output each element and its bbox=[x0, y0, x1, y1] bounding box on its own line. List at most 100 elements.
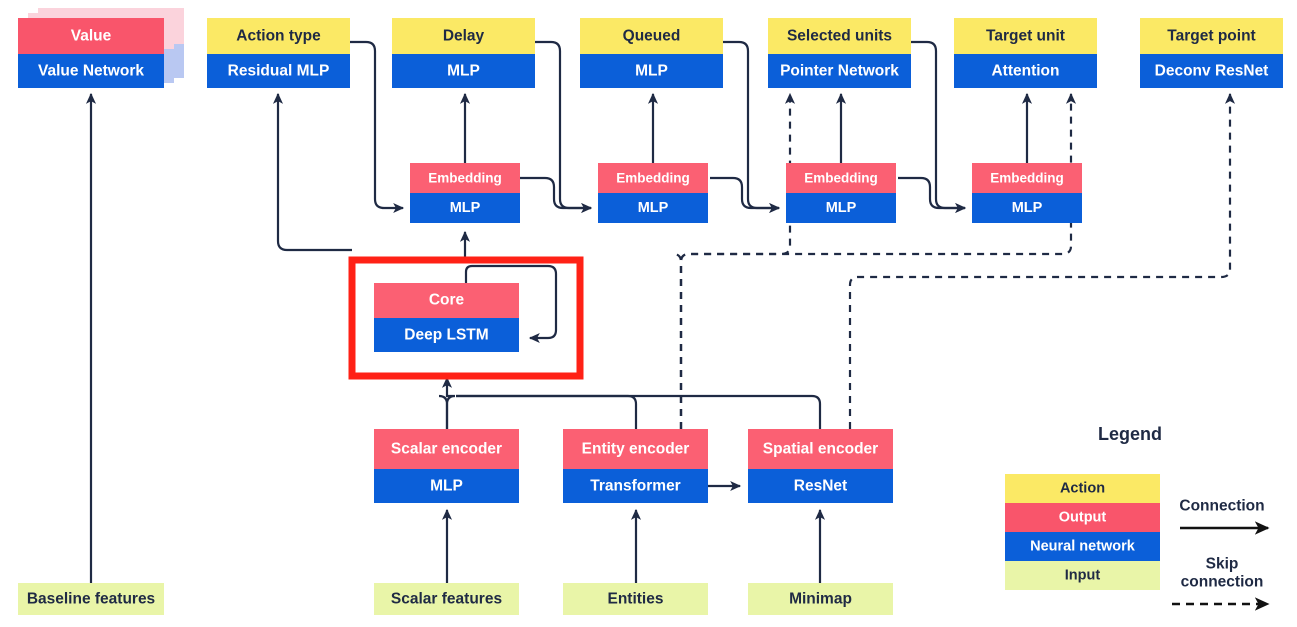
scalar-encoder-head-label: Scalar encoder bbox=[391, 441, 502, 458]
selected-units-head bbox=[768, 18, 911, 54]
connection-edge bbox=[898, 176, 967, 214]
skip-connection-edge bbox=[679, 92, 796, 429]
embedding-delay-head-label: Embedding bbox=[428, 171, 502, 186]
minimap-label: Minimap bbox=[789, 591, 852, 608]
legend-output-label: Output bbox=[1059, 510, 1107, 526]
legend-neural-network-label: Neural network bbox=[1030, 539, 1136, 555]
delay-head bbox=[392, 18, 535, 54]
embedding-selected-units-body bbox=[786, 193, 896, 223]
queued-head-label: Queued bbox=[623, 28, 681, 45]
embedding-target-unit-head-label: Embedding bbox=[990, 171, 1064, 186]
entity-encoder-head bbox=[563, 429, 708, 469]
scalar-encoder-body-label: MLP bbox=[430, 478, 463, 495]
embedding-selected-units-head bbox=[786, 163, 896, 193]
target-unit-body bbox=[954, 54, 1097, 88]
scalar-encoder-body bbox=[374, 469, 519, 503]
baseline-features-label: Baseline features bbox=[27, 591, 155, 608]
skip-connection-edge bbox=[848, 92, 1236, 429]
connection-edge bbox=[710, 176, 781, 214]
skip-connection-edge bbox=[679, 92, 1077, 429]
target-point-head-label: Target point bbox=[1167, 28, 1255, 45]
scalar-features-box bbox=[374, 583, 519, 615]
skip-connection-edge bbox=[672, 252, 683, 429]
spatial-encoder-body-label: ResNet bbox=[794, 478, 847, 495]
connection-edge bbox=[520, 176, 593, 214]
action-type-body-label: Residual MLP bbox=[228, 63, 330, 80]
legend-action-swatch bbox=[1005, 474, 1160, 503]
embedding-target-unit-head bbox=[972, 163, 1082, 193]
value-body-label: Value Network bbox=[38, 63, 144, 80]
target-unit-head-label: Target unit bbox=[986, 28, 1065, 45]
queued-body-label: MLP bbox=[635, 63, 668, 80]
entities-box bbox=[563, 583, 708, 615]
delay-head-label: Delay bbox=[443, 28, 485, 45]
value-head-label: Value bbox=[71, 28, 112, 45]
target-point-head bbox=[1140, 18, 1283, 54]
selected-units-head-label: Selected units bbox=[787, 28, 892, 45]
node-baseline-features[interactable]: Baseline features bbox=[18, 583, 164, 615]
edge-layer bbox=[85, 40, 1236, 583]
action-type-head-label: Action type bbox=[236, 28, 321, 45]
node-minimap[interactable]: Minimap bbox=[748, 583, 893, 615]
value-head bbox=[18, 18, 164, 54]
legend-action-label: Action bbox=[1060, 481, 1105, 497]
selected-units-body bbox=[768, 54, 911, 88]
selected-units-body-label: Pointer Network bbox=[780, 63, 899, 80]
entity-encoder-head-label: Entity encoder bbox=[582, 441, 690, 458]
baseline-features-box bbox=[18, 583, 164, 615]
action-type-body bbox=[207, 54, 350, 88]
legend-skip-label-line2: connection bbox=[1181, 574, 1264, 591]
spatial-encoder-head-label: Spatial encoder bbox=[763, 441, 878, 458]
target-point-body bbox=[1140, 54, 1283, 88]
queued-body bbox=[580, 54, 723, 88]
spatial-encoder-body bbox=[748, 469, 893, 503]
embedding-delay-body-label: MLP bbox=[450, 200, 481, 216]
legend-skip-label-line1: Skip bbox=[1206, 556, 1239, 573]
embedding-delay-body bbox=[410, 193, 520, 223]
connection-edge bbox=[464, 264, 558, 344]
target-unit-body-label: Attention bbox=[991, 63, 1059, 80]
connection-edge bbox=[456, 394, 822, 429]
target-point-body-label: Deconv ResNet bbox=[1155, 63, 1269, 80]
scalar-encoder-head bbox=[374, 429, 519, 469]
embedding-target-unit-body bbox=[972, 193, 1082, 223]
value-body bbox=[18, 54, 164, 88]
entity-encoder-body-label: Transformer bbox=[590, 478, 680, 495]
legend-connection-label: Connection bbox=[1179, 498, 1264, 515]
legend-output-swatch bbox=[1005, 503, 1160, 532]
spatial-encoder-head bbox=[748, 429, 893, 469]
embedding-queued-body-label: MLP bbox=[638, 200, 669, 216]
embedding-selected-units-body-label: MLP bbox=[826, 200, 857, 216]
minimap-box bbox=[748, 583, 893, 615]
connection-edge bbox=[438, 394, 449, 429]
embedding-queued-head bbox=[598, 163, 708, 193]
entities-label: Entities bbox=[608, 591, 664, 608]
connection-edge bbox=[441, 376, 456, 429]
legend-title: Legend bbox=[1098, 424, 1162, 444]
node-entities[interactable]: Entities bbox=[563, 583, 708, 615]
entity-encoder-body bbox=[563, 469, 708, 503]
embedding-delay-head bbox=[410, 163, 520, 193]
node-scalar-features[interactable]: Scalar features bbox=[374, 583, 519, 615]
embedding-selected-units-head-label: Embedding bbox=[804, 171, 878, 186]
connection-edge bbox=[350, 40, 405, 214]
core-body bbox=[374, 318, 519, 352]
